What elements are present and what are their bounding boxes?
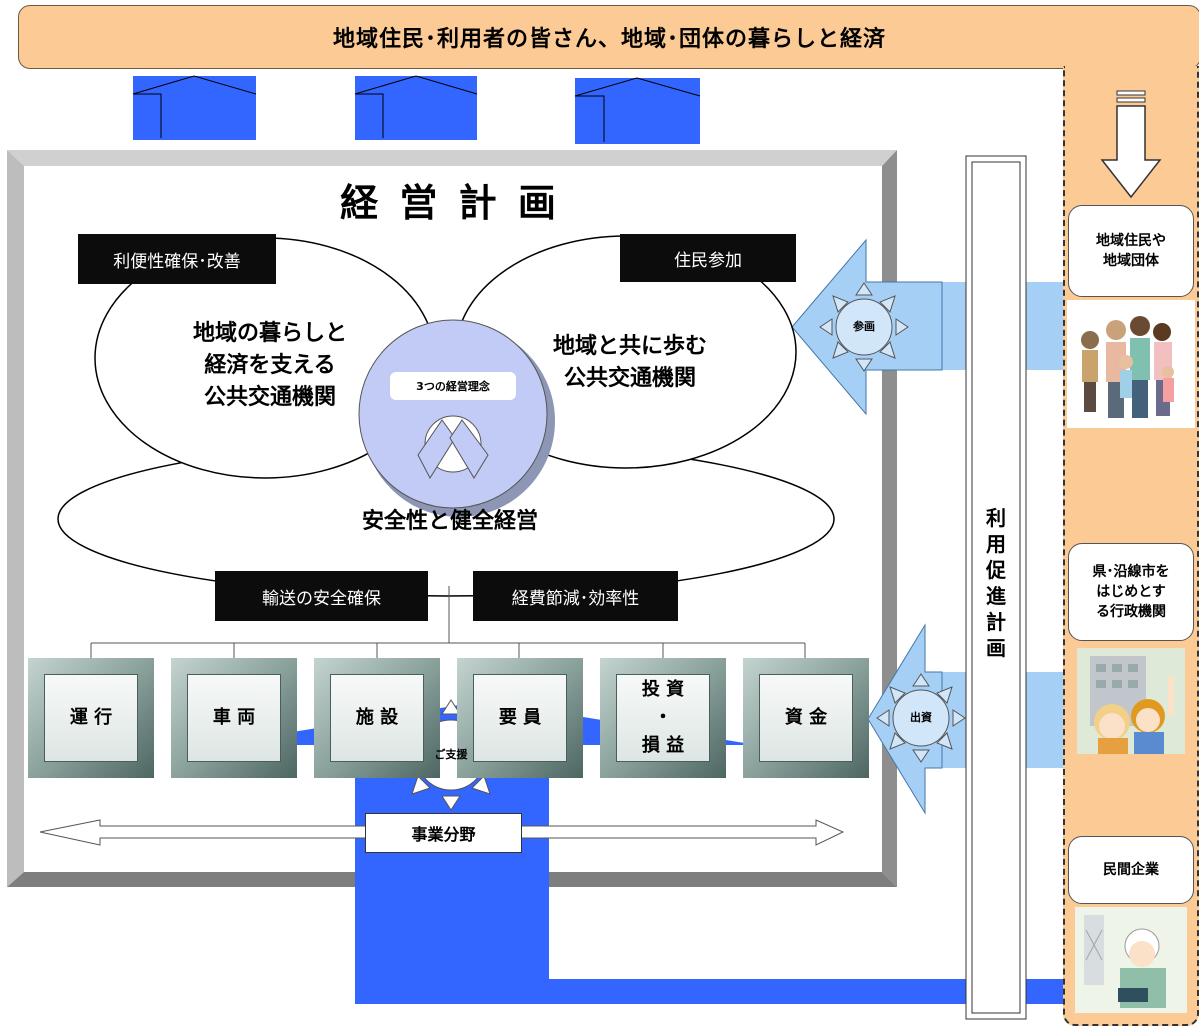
promotion-plan-char: 促 [986, 558, 1006, 582]
burst-investment [876, 673, 966, 763]
burst-participation [819, 282, 909, 372]
promotion-plan-char: 画 [986, 636, 1006, 660]
burst-participation-label: 参画 [853, 320, 875, 333]
stakeholder-government: 県･沿線市をはじめとする行政機関 [1068, 543, 1194, 641]
field-label-line: 損 益 [641, 734, 685, 756]
field-label-line: 投 資 [641, 679, 685, 701]
tag-convenience: 利便性確保･改善 [78, 234, 276, 284]
tag-cost-efficiency: 経費節減･効率性 [473, 571, 678, 621]
field-label: 車 両 [187, 674, 281, 762]
up-arrow-1 [132, 75, 257, 140]
philosophy-circle [358, 319, 555, 517]
field-label-line: ・ [654, 707, 672, 729]
promotion-plan-char: 計 [986, 610, 1006, 634]
stakeholder-residents: 地域住民や地域団体 [1068, 205, 1194, 297]
field-box-operation: 運 行 [28, 658, 154, 778]
top-banner: 地域住民･利用者の皆さん、地域･団体の暮らしと経済 [18, 5, 1199, 69]
field-box-vehicles: 車 両 [171, 658, 297, 778]
ellipse-left-line: 地域の暮らしと [192, 321, 347, 346]
ellipse-left-line: 公共交通機関 [203, 384, 336, 410]
down-arrow-icon [1100, 90, 1162, 199]
up-arrow-3 [574, 77, 701, 144]
ellipse-right-text: 地域と共に歩む 公共交通機関 [510, 331, 750, 395]
field-label: 資 金 [759, 674, 853, 762]
up-arrow-2 [354, 75, 478, 140]
stakeholder-line: はじめとす [1096, 583, 1166, 600]
ellipse-left-line: 経済を支える [204, 352, 336, 378]
field-box-funds: 資 金 [743, 658, 869, 778]
promotion-plan-char: 利 [986, 506, 1006, 530]
stakeholder-line: る行政機関 [1096, 604, 1166, 621]
stakeholder-line: 地域団体 [1103, 253, 1159, 269]
field-label: 施 設 [330, 674, 424, 762]
burst-investment-label: 出資 [910, 711, 932, 724]
burst-support-label: ご支援 [434, 748, 468, 761]
stakeholder-companies: 民間企業 [1068, 836, 1194, 904]
plan-title: 経 営 計 画 [340, 181, 560, 225]
ellipse-left-text: 地域の暮らしと 経済を支える 公共交通機関 [150, 318, 390, 414]
field-label: 要 員 [473, 674, 567, 762]
business-fields-label: 事業分野 [365, 813, 522, 853]
stakeholder-line: 地域住民や [1096, 232, 1166, 249]
government-illustration [1077, 648, 1185, 754]
ellipse-bottom-text: 安全性と健全経営 [361, 509, 538, 534]
field-box-facilities: 施 設 [314, 658, 440, 778]
field-label: 運 行 [44, 674, 138, 762]
tag-transport-safety: 輸送の安全確保 [215, 571, 428, 621]
company-illustration [1075, 907, 1187, 1013]
ellipse-right-line: 公共交通機関 [563, 365, 696, 391]
philosophy-label: 3つの経営理念 [390, 372, 516, 400]
ellipse-right-line: 地域と共に歩む [552, 334, 707, 359]
promotion-plan-char: 用 [986, 532, 1006, 556]
promotion-plan-label: 利 用 促 進 計 画 [966, 505, 1026, 661]
promotion-plan-char: 進 [986, 584, 1006, 608]
stakeholder-line: 県･沿線市を [1092, 563, 1170, 580]
field-box-staff: 要 員 [457, 658, 583, 778]
residents-illustration [1067, 300, 1195, 428]
tag-participation: 住民参加 [620, 234, 796, 282]
field-box-investment: 投 資 ・ 損 益 [600, 658, 726, 778]
